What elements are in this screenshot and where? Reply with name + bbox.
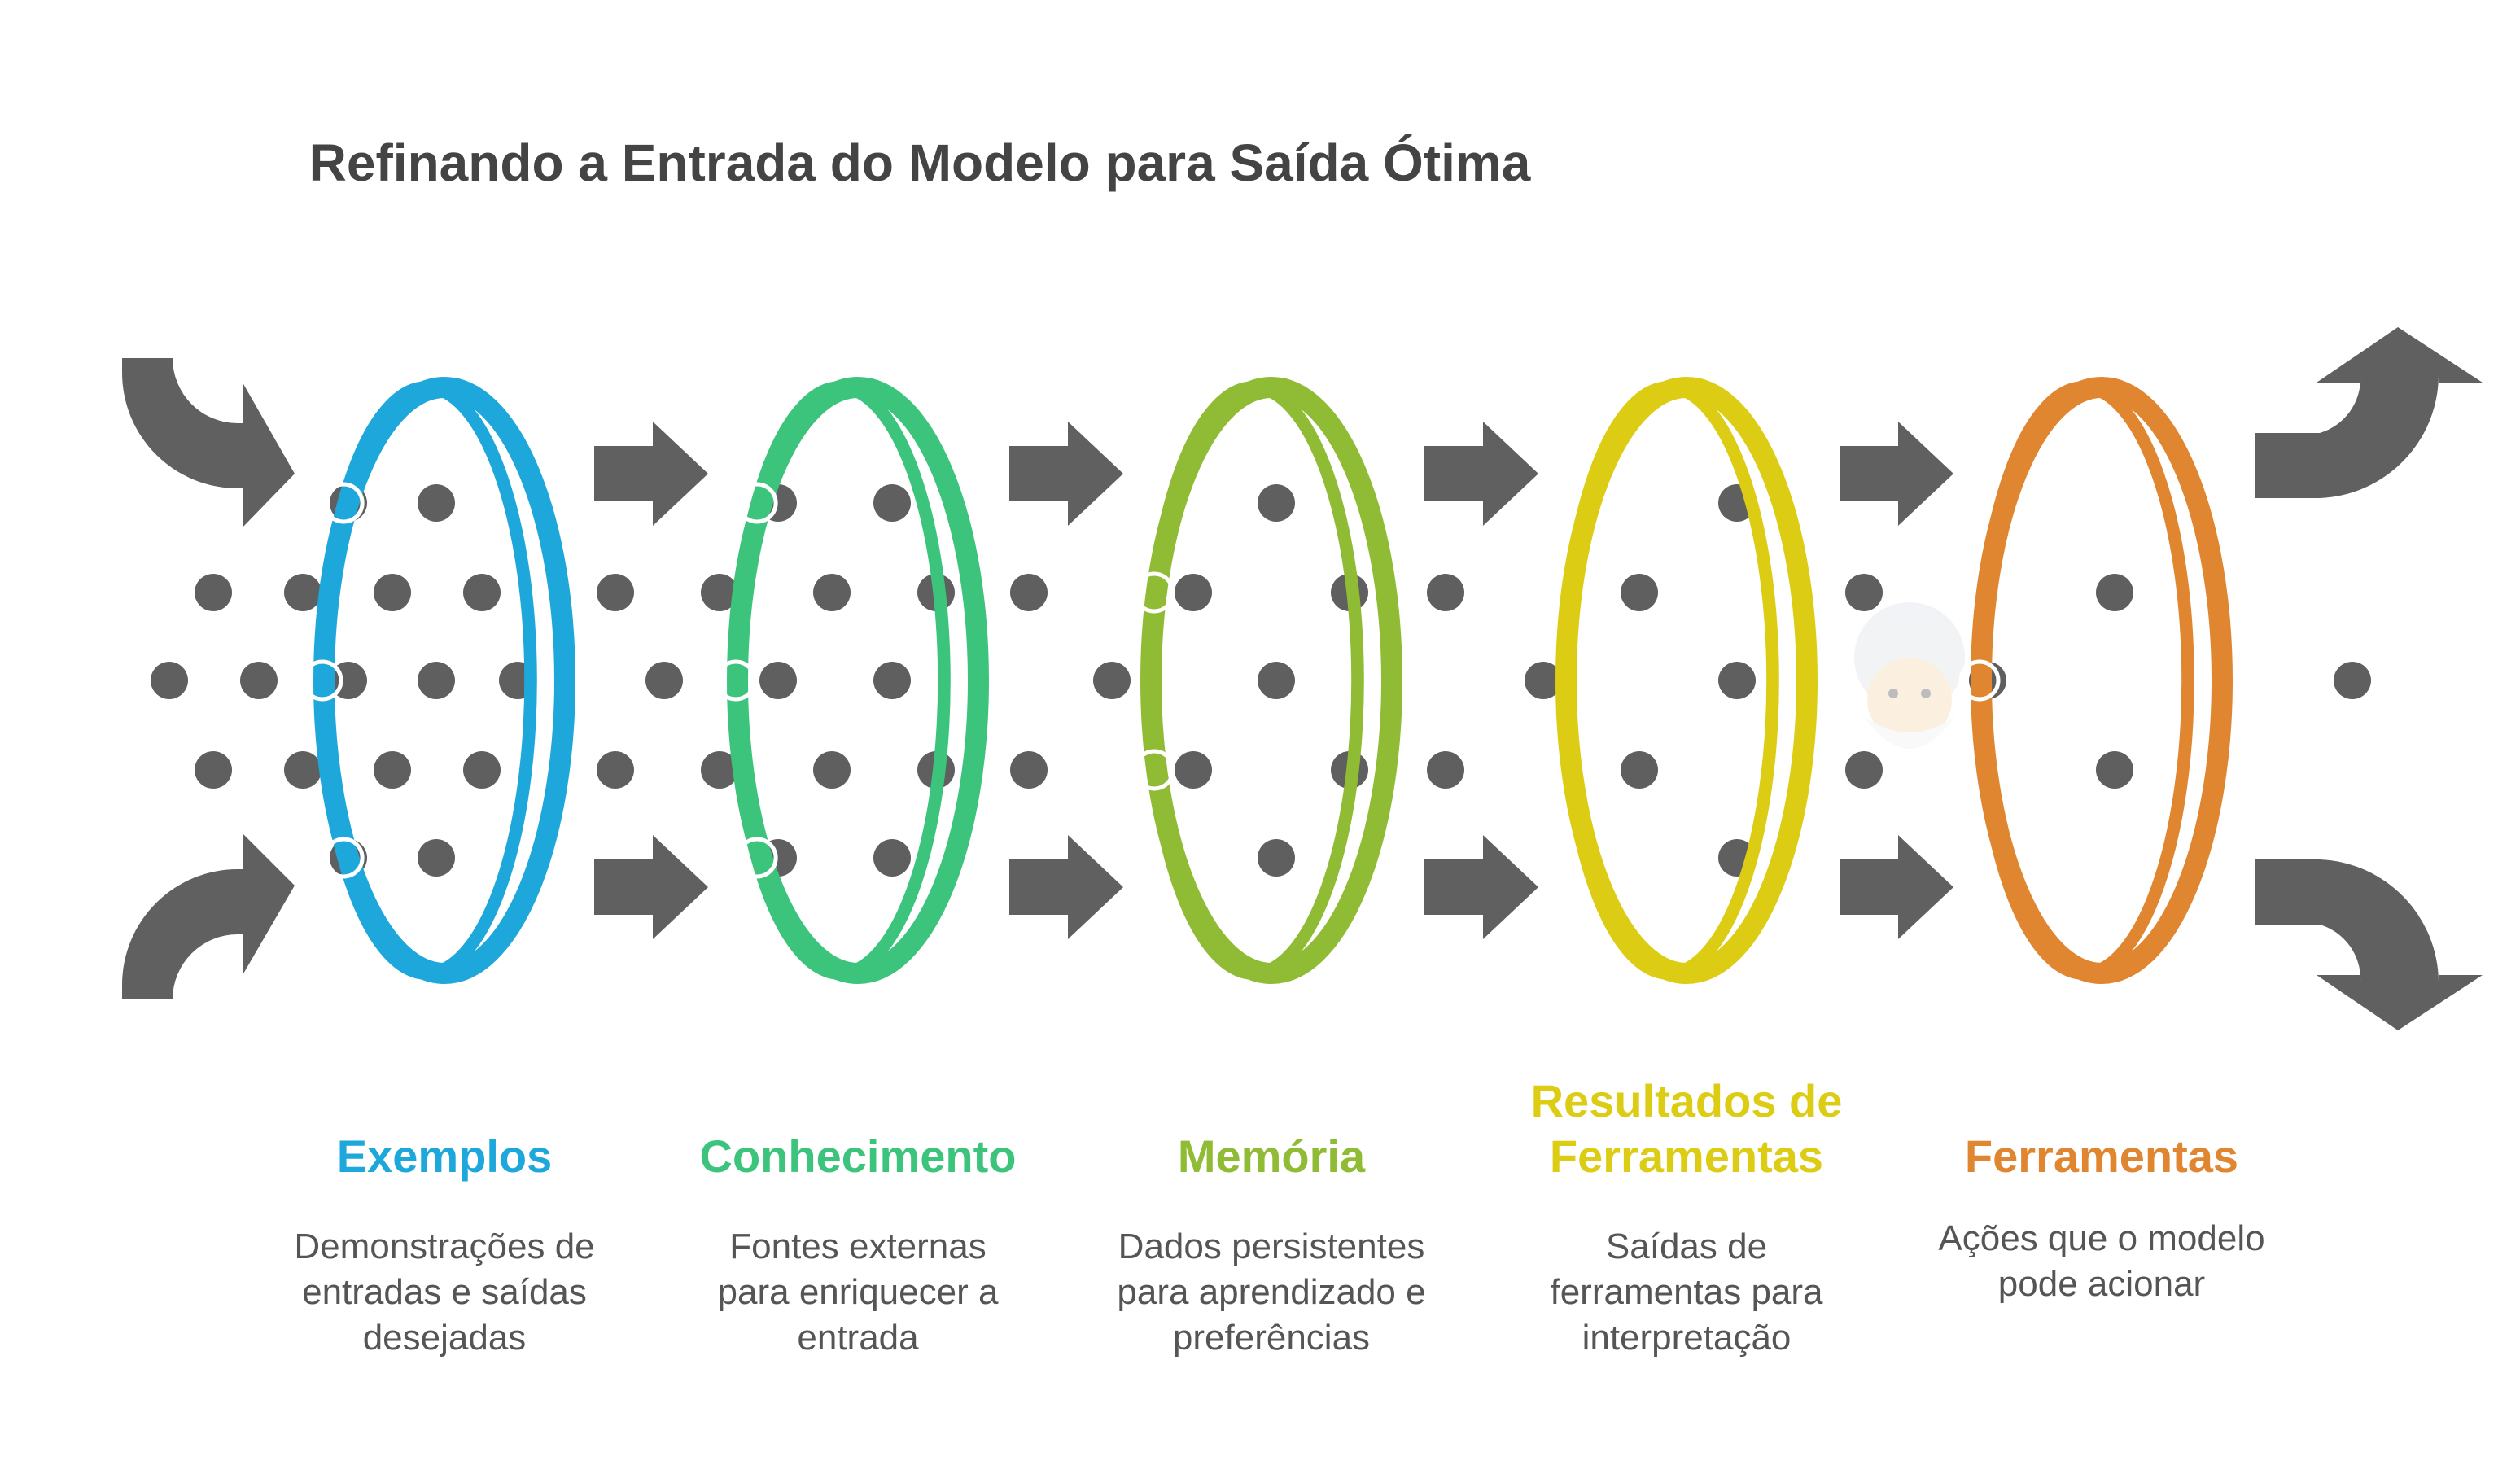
- right-arrow-icon: [594, 835, 708, 939]
- right-arrow-icon: [1424, 835, 1538, 939]
- assistant-face-icon: [1854, 602, 1965, 749]
- particle-dot: [701, 751, 738, 789]
- hollow-particle-dot: [1133, 571, 1175, 614]
- stage-description: Dados persistentes: [1118, 1227, 1425, 1266]
- particle-dot: [1427, 751, 1464, 789]
- right-arrow-icon: [594, 422, 708, 526]
- particle-dot: [418, 662, 455, 699]
- stage-description: desejadas: [363, 1318, 527, 1358]
- particle-dot: [701, 574, 738, 611]
- particle-dot: [1175, 751, 1212, 789]
- particle-dot: [1010, 751, 1048, 789]
- stage-description: interpretação: [1582, 1318, 1792, 1358]
- particle-dot: [151, 662, 188, 699]
- hollow-particle-dot: [301, 659, 343, 702]
- particle-dot: [284, 751, 322, 789]
- particle-dot: [759, 662, 797, 699]
- right-arrow-icon: [1009, 422, 1123, 526]
- hollow-particle-dot: [736, 482, 778, 524]
- inflow-arrow-top-icon: [122, 358, 295, 527]
- particle-dot: [195, 574, 232, 611]
- particle-dot: [1718, 662, 1756, 699]
- stage-description: preferências: [1173, 1318, 1370, 1358]
- right-arrow-icon: [1840, 835, 1953, 939]
- stage-description: pode acionar: [1998, 1264, 2205, 1304]
- particle-dot: [1258, 484, 1295, 522]
- particle-dot: [2096, 574, 2133, 611]
- stage-title: Memória: [1178, 1130, 1366, 1182]
- particle-dot: [1010, 574, 1048, 611]
- hollow-particle-dot: [322, 482, 365, 524]
- stage-description: Ações que o modelo: [1938, 1218, 2264, 1258]
- particle-dot: [418, 484, 455, 522]
- right-arrow-icon: [1840, 422, 1953, 526]
- hollow-particle-dot: [736, 837, 778, 879]
- stage-title: Resultados de: [1531, 1075, 1843, 1126]
- particle-dot: [374, 751, 411, 789]
- particle-dot: [597, 574, 634, 611]
- particle-dot: [418, 839, 455, 877]
- particle-dot: [374, 574, 411, 611]
- particle-dot: [1093, 662, 1131, 699]
- particle-dot: [873, 839, 911, 877]
- particle-dot: [597, 751, 634, 789]
- filter-ring-ferramentas: [1958, 377, 2233, 984]
- particle-dot: [2334, 662, 2371, 699]
- stage-title: Ferramentas: [1550, 1130, 1823, 1182]
- stage-title: Exemplos: [337, 1130, 553, 1182]
- hollow-particle-dot: [715, 659, 757, 702]
- particle-dot: [1258, 839, 1295, 877]
- particle-dot: [813, 574, 851, 611]
- stage-description: entradas e saídas: [302, 1272, 587, 1312]
- stage-description: ferramentas para: [1550, 1272, 1823, 1312]
- particle-dot: [813, 751, 851, 789]
- particle-dot: [1621, 751, 1658, 789]
- stage-title: Ferramentas: [1965, 1130, 2238, 1182]
- hollow-particle-dot: [1133, 749, 1175, 791]
- particle-dot: [1845, 751, 1883, 789]
- outflow-arrow-top-icon: [2255, 327, 2483, 498]
- filter-ring-conhecimento: [715, 377, 989, 984]
- stage-title: Conhecimento: [700, 1130, 1017, 1182]
- right-arrow-icon: [1009, 835, 1123, 939]
- outflow-arrow-bottom-icon: [2255, 859, 2483, 1030]
- particle-dot: [1845, 574, 1883, 611]
- particle-dot: [195, 751, 232, 789]
- particle-dot: [1175, 574, 1212, 611]
- particle-dot: [463, 574, 501, 611]
- particle-dot: [284, 574, 322, 611]
- particle-dot: [873, 484, 911, 522]
- stage-description: para aprendizado e: [1117, 1272, 1425, 1312]
- right-arrow-icon: [1424, 422, 1538, 526]
- particle-dot: [463, 751, 501, 789]
- stage-description: Fontes externas: [729, 1227, 987, 1266]
- hollow-particle-dot: [1958, 659, 2001, 702]
- filter-ring-memoria: [1133, 377, 1402, 984]
- particle-dot: [240, 662, 278, 699]
- stage-description: para enriquecer a: [718, 1272, 999, 1312]
- particle-dot: [1621, 574, 1658, 611]
- hollow-particle-dot: [322, 837, 365, 879]
- particle-dot: [645, 662, 683, 699]
- particle-dot: [873, 662, 911, 699]
- diagram-title: Refinando a Entrada do Modelo para Saída…: [309, 133, 1531, 192]
- stage-description: Demonstrações de: [294, 1227, 594, 1266]
- filter-ring-exemplos: [301, 377, 575, 984]
- particle-dot: [1427, 574, 1464, 611]
- particle-dot: [1258, 662, 1295, 699]
- particle-dot: [1525, 662, 1562, 699]
- filter-ring-resultados-de-ferramentas: [1555, 377, 1818, 984]
- particle-dot: [2096, 751, 2133, 789]
- stage-description: Saídas de: [1606, 1227, 1767, 1266]
- stage-description: entrada: [797, 1318, 919, 1358]
- inflow-arrow-bottom-icon: [122, 833, 295, 999]
